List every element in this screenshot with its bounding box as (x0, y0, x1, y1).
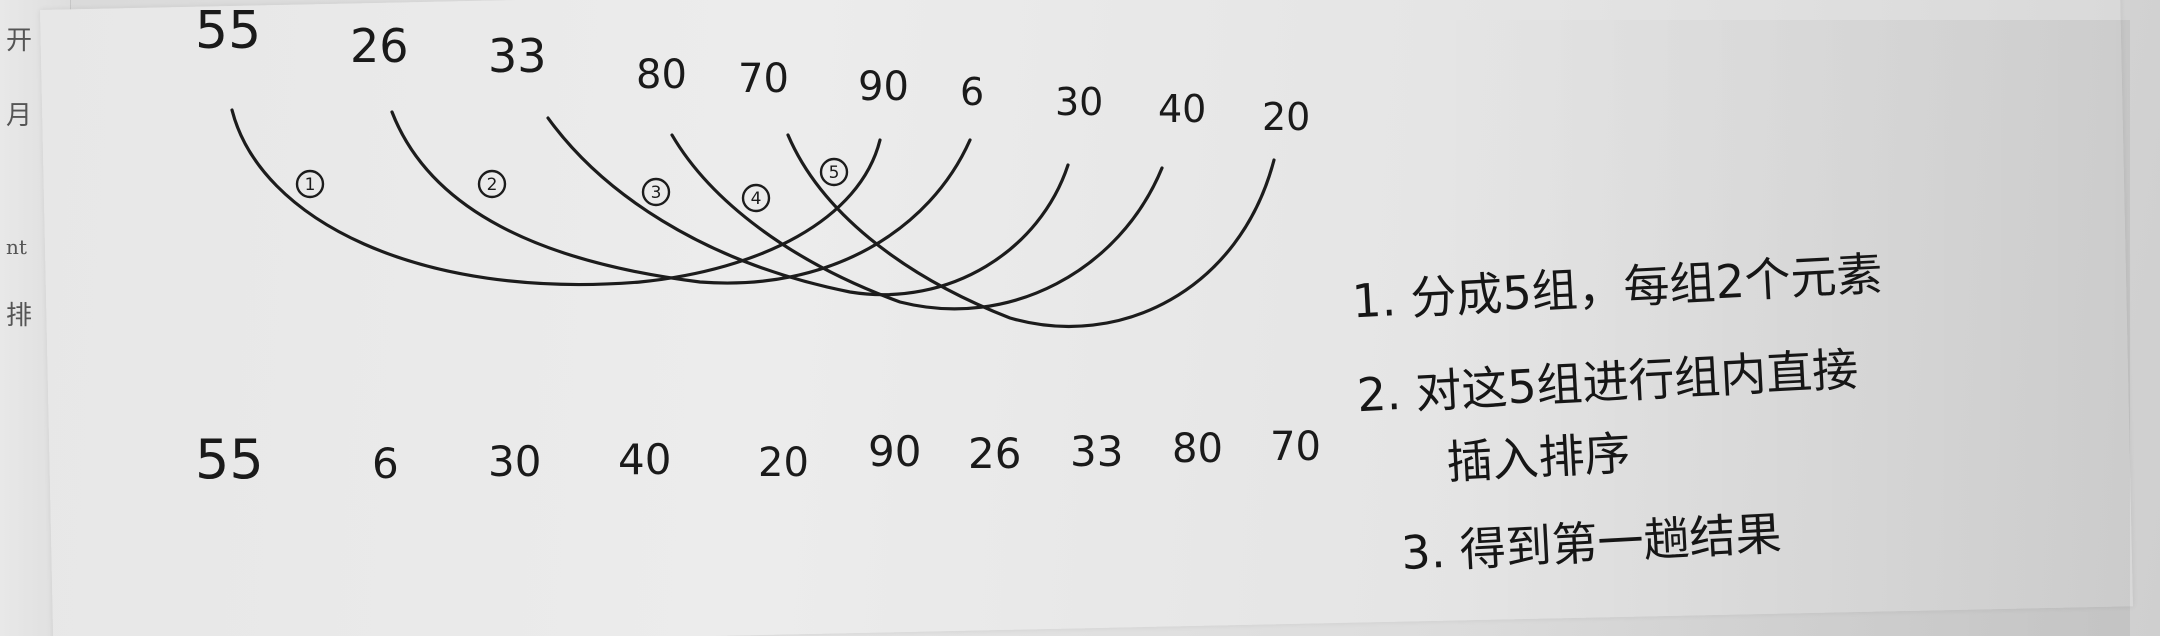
book-edge-glyph: 开 (6, 26, 33, 56)
group-marker-circle (477, 169, 507, 199)
top-number: 26 (350, 19, 409, 73)
top-number: 90 (858, 64, 909, 110)
group-marker-label: 4 (751, 189, 762, 209)
bottom-number: 30 (488, 437, 541, 486)
bottom-number-row: 55 6 30 40 20 90 26 33 80 70 (195, 424, 1321, 491)
top-number: 55 (195, 1, 261, 61)
group-marker-label: 3 (651, 183, 662, 203)
group-markers: 1 2 3 4 5 (295, 157, 849, 213)
book-edge-glyph: nt (6, 235, 27, 259)
top-number: 6 (960, 70, 984, 114)
note-line: 1. 分成5组，每组2个元素 (1351, 247, 1884, 329)
group-marker-circle (819, 157, 849, 187)
notes-block: 1. 分成5组，每组2个元素 2. 对这5组进行组内直接 插入排序 3. 得到第… (1351, 247, 1884, 580)
bottom-number: 90 (868, 427, 921, 476)
bottom-number: 80 (1172, 426, 1223, 472)
group-marker-label: 1 (305, 175, 316, 195)
top-number: 20 (1262, 95, 1310, 139)
bottom-number: 20 (758, 440, 809, 486)
group-arc (230, 108, 882, 287)
group-arc (390, 110, 972, 285)
bottom-number: 33 (1070, 427, 1123, 476)
bottom-number: 40 (618, 435, 671, 484)
top-number: 30 (1055, 80, 1103, 124)
group-arc (786, 133, 1276, 328)
group-marker-circle (295, 169, 325, 199)
note-line: 3. 得到第一趟结果 (1400, 506, 1783, 580)
book-edge-glyph: 月 (6, 101, 33, 131)
group-marker-circle (641, 177, 671, 207)
top-number: 33 (488, 29, 547, 83)
group-marker-circle (741, 183, 771, 213)
bottom-number: 6 (372, 439, 399, 488)
group-arc (546, 116, 1070, 297)
group-arcs (230, 108, 1276, 328)
top-number: 70 (738, 56, 789, 102)
group-arc (670, 133, 1164, 311)
top-number-row: 55 26 33 80 70 90 6 30 40 20 (195, 1, 1310, 139)
note-line: 2. 对这5组进行组内直接 (1356, 342, 1860, 422)
top-number: 40 (1158, 87, 1206, 131)
group-marker-label: 5 (829, 163, 840, 183)
bottom-number: 26 (968, 429, 1021, 478)
page-shadow (1430, 20, 2130, 636)
bottom-number: 70 (1270, 424, 1321, 470)
note-line: 插入排序 (1445, 426, 1632, 490)
bottom-number: 55 (195, 428, 264, 491)
top-number: 80 (636, 52, 687, 98)
book-edge-glyph: 排 (6, 301, 33, 331)
group-marker-label: 2 (487, 175, 498, 195)
